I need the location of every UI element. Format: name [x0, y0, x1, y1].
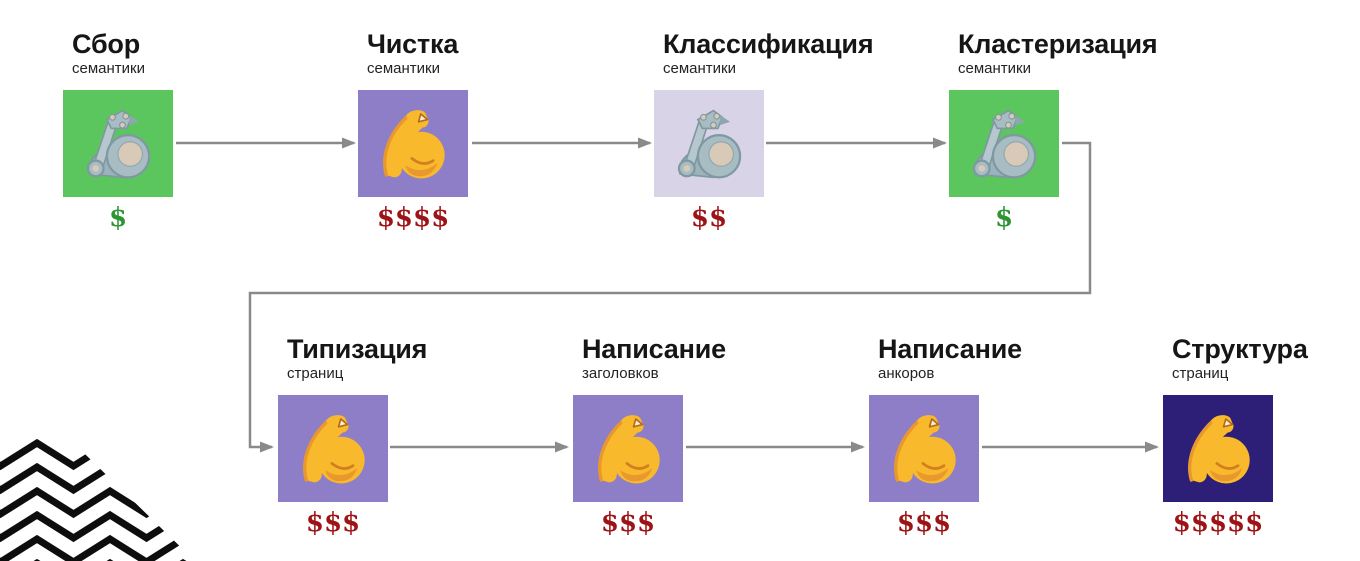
mechanical-arm-icon: [964, 104, 1044, 184]
step-subtitle: заголовков: [582, 365, 659, 382]
step-title: Написание: [878, 334, 1022, 364]
step-title: Кластеризация: [958, 29, 1158, 59]
step-write-anchors: Написание анкоров $$$: [869, 333, 1022, 537]
cost-label: $: [994, 203, 1014, 233]
step-title: Написание: [582, 334, 726, 364]
step-subtitle: семантики: [367, 60, 440, 77]
zigzag-pattern: [0, 438, 195, 561]
cost-label: $$: [690, 203, 728, 233]
flexed-biceps-icon: [373, 104, 453, 184]
cost-label: $: [108, 203, 128, 233]
mechanical-arm-icon: [78, 104, 158, 184]
step-title: Сбор: [72, 29, 141, 59]
arrow-step4-step5: [248, 141, 1092, 453]
cost-label: $$$: [896, 508, 952, 538]
step-box: [869, 395, 979, 502]
flexed-biceps-icon: [1178, 409, 1258, 489]
step-title: Чистка: [367, 29, 459, 59]
cost-label: $$$$$: [1172, 508, 1264, 538]
step-page-typing: Типизация страниц $$$: [278, 333, 427, 537]
step-subtitle: анкоров: [878, 365, 935, 382]
step-box: [949, 90, 1059, 197]
step-title: Классификация: [663, 29, 874, 59]
step-box: [63, 90, 173, 197]
step-subtitle: семантики: [663, 60, 736, 77]
step-page-structure: Структура страниц $$$$$: [1163, 333, 1308, 537]
step-box: [654, 90, 764, 197]
connector-arrows: [176, 137, 1159, 453]
step-title: Структура: [1172, 334, 1308, 364]
step-write-headings: Написание заголовков $$$: [573, 333, 726, 537]
step-collect-semantics: Сбор семантики $: [63, 28, 173, 232]
step-subtitle: семантики: [72, 60, 145, 77]
flexed-biceps-icon: [884, 409, 964, 489]
step-title: Типизация: [287, 334, 428, 364]
flexed-biceps-icon: [588, 409, 668, 489]
flexed-biceps-icon: [293, 409, 373, 489]
step-box: [1163, 395, 1273, 502]
step-subtitle: страниц: [287, 365, 344, 382]
step-subtitle: семантики: [958, 60, 1031, 77]
mechanical-arm-icon: [669, 104, 749, 184]
step-box: [573, 395, 683, 502]
step-cluster-semantics: Кластеризация семантики $: [949, 28, 1158, 233]
cost-label: $$$$: [376, 203, 450, 233]
step-box: [278, 395, 388, 502]
step-classify-semantics: Классификация семантики $$: [654, 28, 874, 233]
cost-label: $$$: [600, 508, 656, 538]
step-box: [358, 90, 468, 197]
step-clean-semantics: Чистка семантики $$$$: [358, 28, 468, 232]
step-subtitle: страниц: [1172, 365, 1229, 382]
cost-label: $$$: [305, 508, 361, 538]
